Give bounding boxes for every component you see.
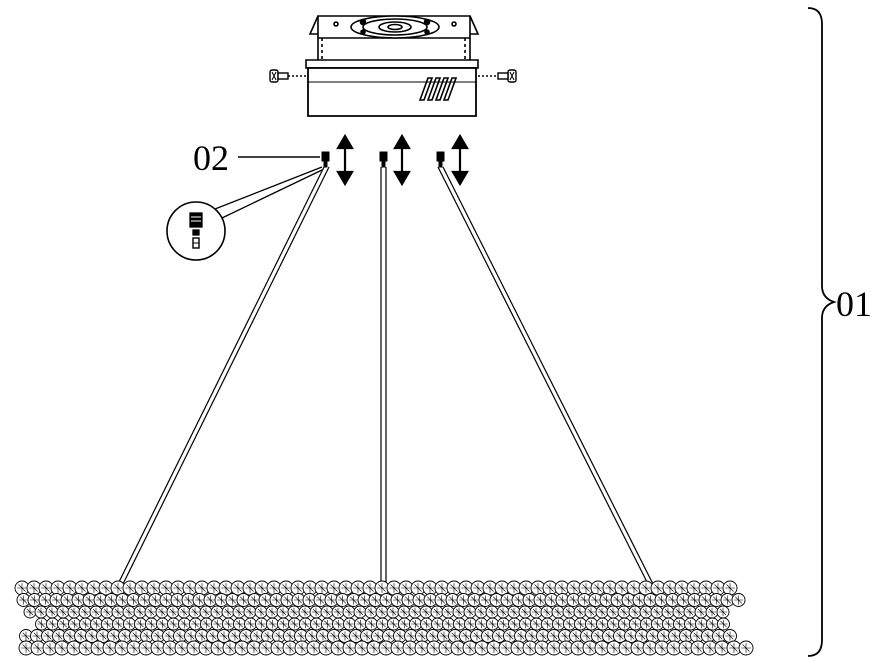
screw-icon [269, 69, 306, 83]
crystal-ring [14, 580, 754, 656]
label-assembly: 01 [836, 284, 872, 324]
vent-slots [418, 77, 458, 101]
label-connector: 02 [193, 138, 229, 178]
connector-plug-icon [321, 151, 445, 168]
double-arrow-icon [336, 133, 469, 187]
assembly-brace [807, 7, 837, 657]
ceiling-canopy [305, 15, 480, 117]
connector-detail-callout [166, 166, 323, 261]
screw-icon [478, 69, 517, 83]
suspension-cables [115, 166, 656, 589]
